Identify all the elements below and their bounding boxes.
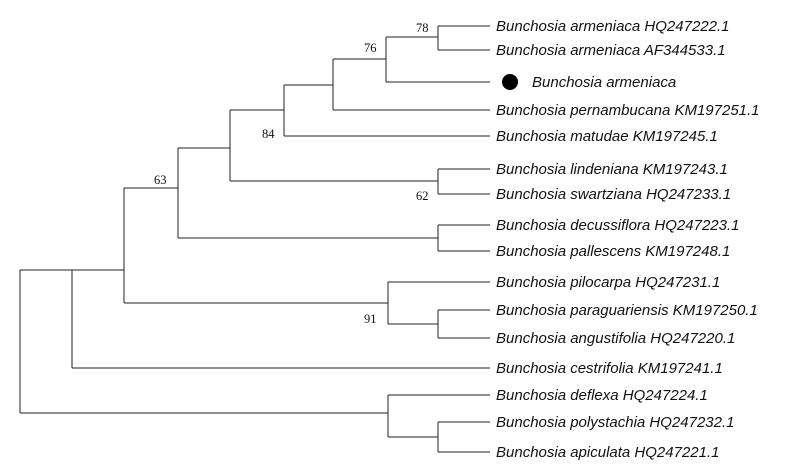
leaf-label: Bunchosia deflexa HQ247224.1 bbox=[496, 387, 708, 404]
branch-node-63 bbox=[123, 187, 388, 304]
branch-node-91 bbox=[437, 309, 490, 339]
support-value: 76 bbox=[364, 41, 377, 55]
support-value: 62 bbox=[416, 189, 429, 203]
support-value: 78 bbox=[416, 21, 429, 35]
leaf-label: Bunchosia polystachia HQ247232.1 bbox=[496, 414, 735, 431]
leaf-label: Bunchosia pallescens KM197248.1 bbox=[496, 243, 730, 260]
support-values: 78 76 84 62 63 91 bbox=[154, 21, 429, 326]
branch-node-h bbox=[387, 281, 490, 325]
branch-node-e bbox=[283, 84, 490, 137]
branch-node-76 bbox=[385, 36, 490, 83]
leaf-label: Bunchosia decussiflora HQ247223.1 bbox=[496, 217, 740, 234]
branch-node-f bbox=[332, 58, 490, 111]
leaf-label: Bunchosia pilocarpa HQ247231.1 bbox=[496, 274, 720, 291]
branch-node-84 bbox=[229, 109, 438, 182]
leaf-label: Bunchosia apiculata HQ247221.1 bbox=[496, 444, 720, 461]
branch-node-78 bbox=[437, 25, 490, 51]
tree-branches bbox=[19, 25, 490, 453]
leaf-label: Bunchosia armeniaca AF344533.1 bbox=[496, 42, 726, 59]
leaf-label: Bunchosia armeniaca HQ247222.1 bbox=[496, 18, 729, 35]
leaf-label: Bunchosia swartziana HQ247233.1 bbox=[496, 186, 731, 203]
branch-node-k bbox=[437, 421, 490, 453]
leaf-label: Bunchosia paraguariensis KM197250.1 bbox=[496, 302, 758, 319]
branch-root bbox=[19, 269, 388, 414]
branch-node-j bbox=[387, 394, 490, 438]
support-value: 84 bbox=[262, 127, 275, 141]
support-value: 63 bbox=[154, 173, 167, 187]
leaf-label: Bunchosia lindeniana KM197243.1 bbox=[496, 161, 728, 178]
leaf-label: Bunchosia pernambucana KM197251.1 bbox=[496, 102, 760, 119]
leaf-label: Bunchosia angustifolia HQ247220.1 bbox=[496, 330, 735, 347]
branch-node-a bbox=[71, 269, 490, 369]
leaf-label: Bunchosia matudae KM197245.1 bbox=[496, 128, 718, 145]
branch-node-c bbox=[177, 147, 438, 239]
branch-node-d bbox=[437, 224, 490, 252]
leaf-label: Bunchosia cestrifolia KM197241.1 bbox=[496, 360, 723, 377]
leaf-labels: Bunchosia armeniaca HQ247222.1 Bunchosia… bbox=[496, 18, 760, 461]
leaf-label: Bunchosia armeniaca bbox=[532, 74, 676, 91]
branch-node-62 bbox=[437, 168, 490, 195]
support-value: 91 bbox=[364, 312, 377, 326]
sample-marker-icon bbox=[502, 74, 518, 90]
